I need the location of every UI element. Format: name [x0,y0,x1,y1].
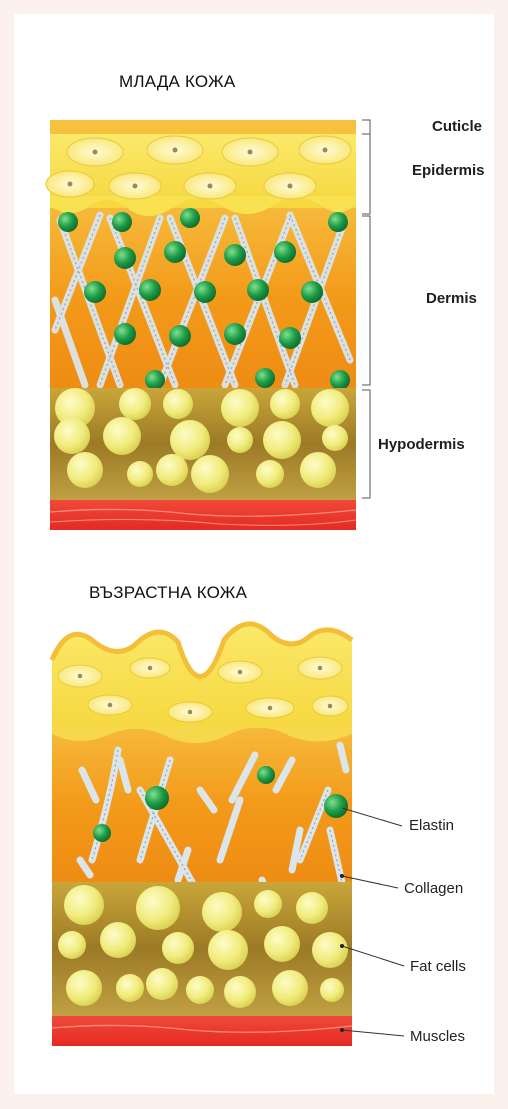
young-skin-title: МЛАДА КОЖА [119,72,235,92]
label-collagen: Collagen [404,880,463,897]
label-muscles: Muscles [410,1028,465,1045]
label-dermis: Dermis [426,290,477,307]
label-elastin: Elastin [409,817,454,834]
label-epidermis: Epidermis [412,162,485,179]
label-fat-cells: Fat cells [410,958,466,975]
label-cuticle: Cuticle [432,118,482,135]
aged-skin-title: ВЪЗРАСТНА КОЖА [89,583,247,603]
layer-brackets [362,120,370,498]
aged-skin-block [52,624,352,1046]
young-skin-block [46,120,356,530]
label-hypodermis: Hypodermis [378,436,465,453]
